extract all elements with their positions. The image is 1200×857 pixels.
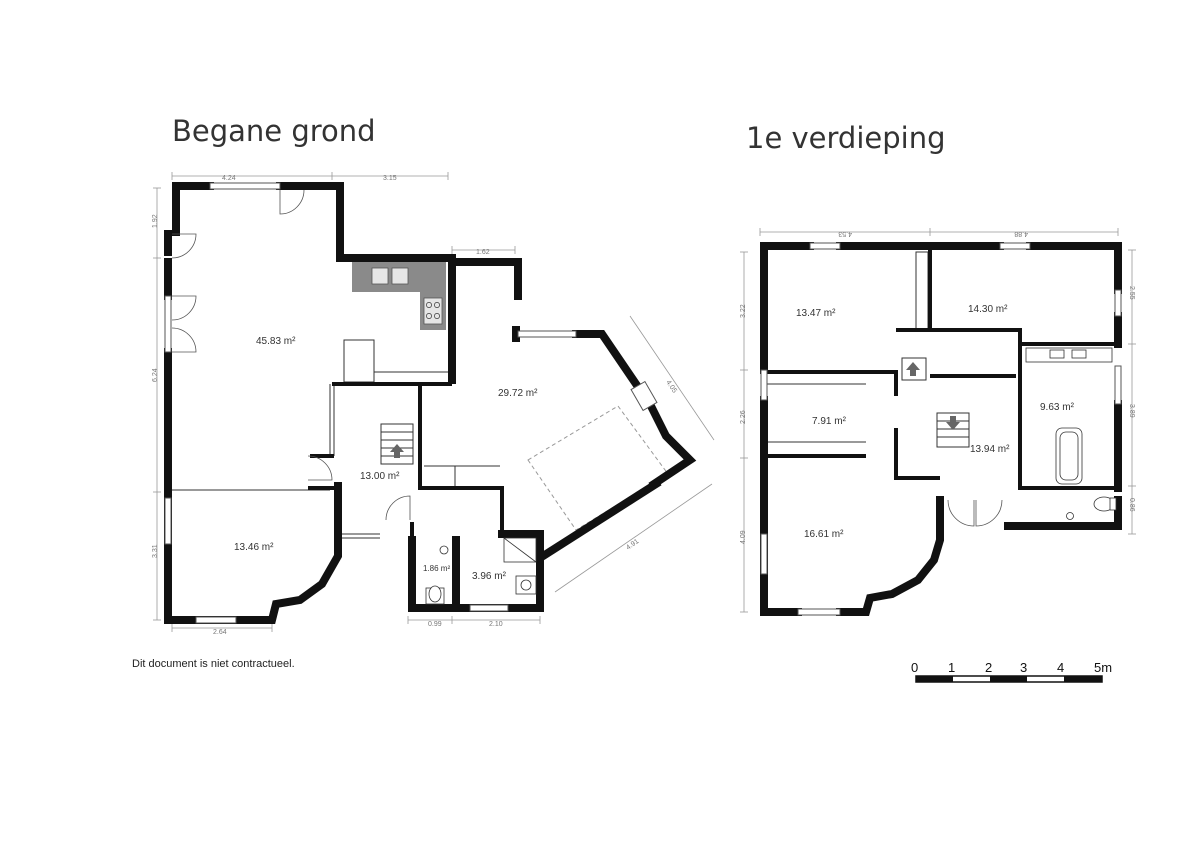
first-exterior-walls	[760, 242, 1122, 616]
dim-bottom-wc: 0.99	[428, 621, 442, 628]
dim-top-right: 3.15	[383, 175, 397, 182]
dim-top-left: 4.24	[222, 175, 236, 182]
stair-down-arrow-icon	[946, 416, 960, 430]
carport-dashed-area	[527, 405, 669, 531]
ground-sanitary	[425, 537, 537, 605]
room-area-kitchen-dining: 29.72 m²	[498, 388, 538, 399]
dim-left-upper: 1.92	[152, 214, 159, 228]
first-floor-plan: 13.47 m² 14.30 m² 7.91 m² 9.63 m² 13.94 …	[740, 228, 1136, 616]
first-dimension-lines	[740, 228, 1136, 613]
stair-up-arrow-icon-first	[906, 362, 920, 376]
dim-bottom-bath: 2.10	[489, 621, 503, 628]
scale-label-3: 3	[1020, 660, 1027, 675]
dim-first-right-middle: 3.89	[1128, 404, 1135, 418]
room-area-bedroom-2: 14.30 m²	[968, 304, 1008, 315]
stair-up-arrow-icon	[390, 444, 404, 458]
dim-left-lower: 3.31	[152, 544, 159, 558]
kitchen-counter	[352, 262, 446, 330]
room-area-living: 45.83 m²	[256, 336, 296, 347]
first-interior-lines	[766, 251, 970, 448]
dim-first-left-lower: 4.09	[740, 530, 747, 544]
dim-first-right-upper: 2.55	[1128, 286, 1135, 300]
room-area-bedroom-4: 16.61 m²	[804, 529, 844, 540]
room-area-bathroom: 9.63 m²	[1040, 402, 1075, 413]
first-floor-title: 1e verdieping	[746, 121, 946, 155]
room-area-shower: 3.96 m²	[472, 571, 507, 582]
scale-label-4: 4	[1057, 660, 1064, 675]
ground-dimension-lines	[153, 172, 715, 632]
first-doors	[947, 499, 1003, 527]
dim-bottom-left: 2.64	[213, 629, 227, 636]
scale-label-0: 0	[911, 660, 918, 675]
ground-floor-title: Begane grond	[172, 114, 376, 148]
dim-first-left-upper: 3.22	[740, 304, 747, 318]
scale-label-5m: 5m	[1094, 660, 1112, 675]
dim-first-top-left: 4.53	[838, 230, 852, 237]
room-area-study: 13.46 m²	[234, 542, 274, 553]
dim-first-left-middle: 2.26	[740, 410, 747, 424]
first-sanitary	[1025, 347, 1117, 520]
ground-exterior-walls	[164, 182, 697, 624]
room-area-landing: 13.94 m²	[970, 444, 1010, 455]
dim-diag-upper: 4.05	[664, 379, 677, 394]
first-windows	[760, 242, 1122, 616]
dim-diag-lower: 4.91	[625, 538, 640, 552]
room-area-wc: 1.86 m²	[423, 564, 450, 573]
ground-floor-plan: 45.83 m² 29.72 m² 13.00 m² 13.46 m² 1.86…	[152, 172, 715, 636]
room-area-bedroom-1: 13.47 m²	[796, 308, 836, 319]
dim-first-top-right: 4.88	[1014, 230, 1028, 237]
scale-label-1: 1	[948, 660, 955, 675]
ground-windows	[164, 182, 658, 624]
room-area-bedroom-3: 7.91 m²	[812, 416, 847, 427]
dim-first-right-lower: 0.86	[1128, 498, 1135, 512]
dim-left-middle: 6.24	[152, 368, 159, 382]
scale-bar: 0 1 2 3 4 5m	[911, 660, 1112, 683]
room-area-hall: 13.00 m²	[360, 471, 400, 482]
ground-interior-walls	[308, 382, 504, 540]
dim-kitchen: 1.62	[476, 249, 490, 256]
disclaimer-note: Dit document is niet contractueel.	[132, 658, 295, 670]
ground-doors	[171, 189, 411, 521]
first-interior-walls	[764, 246, 1118, 490]
scale-label-2: 2	[985, 660, 992, 675]
